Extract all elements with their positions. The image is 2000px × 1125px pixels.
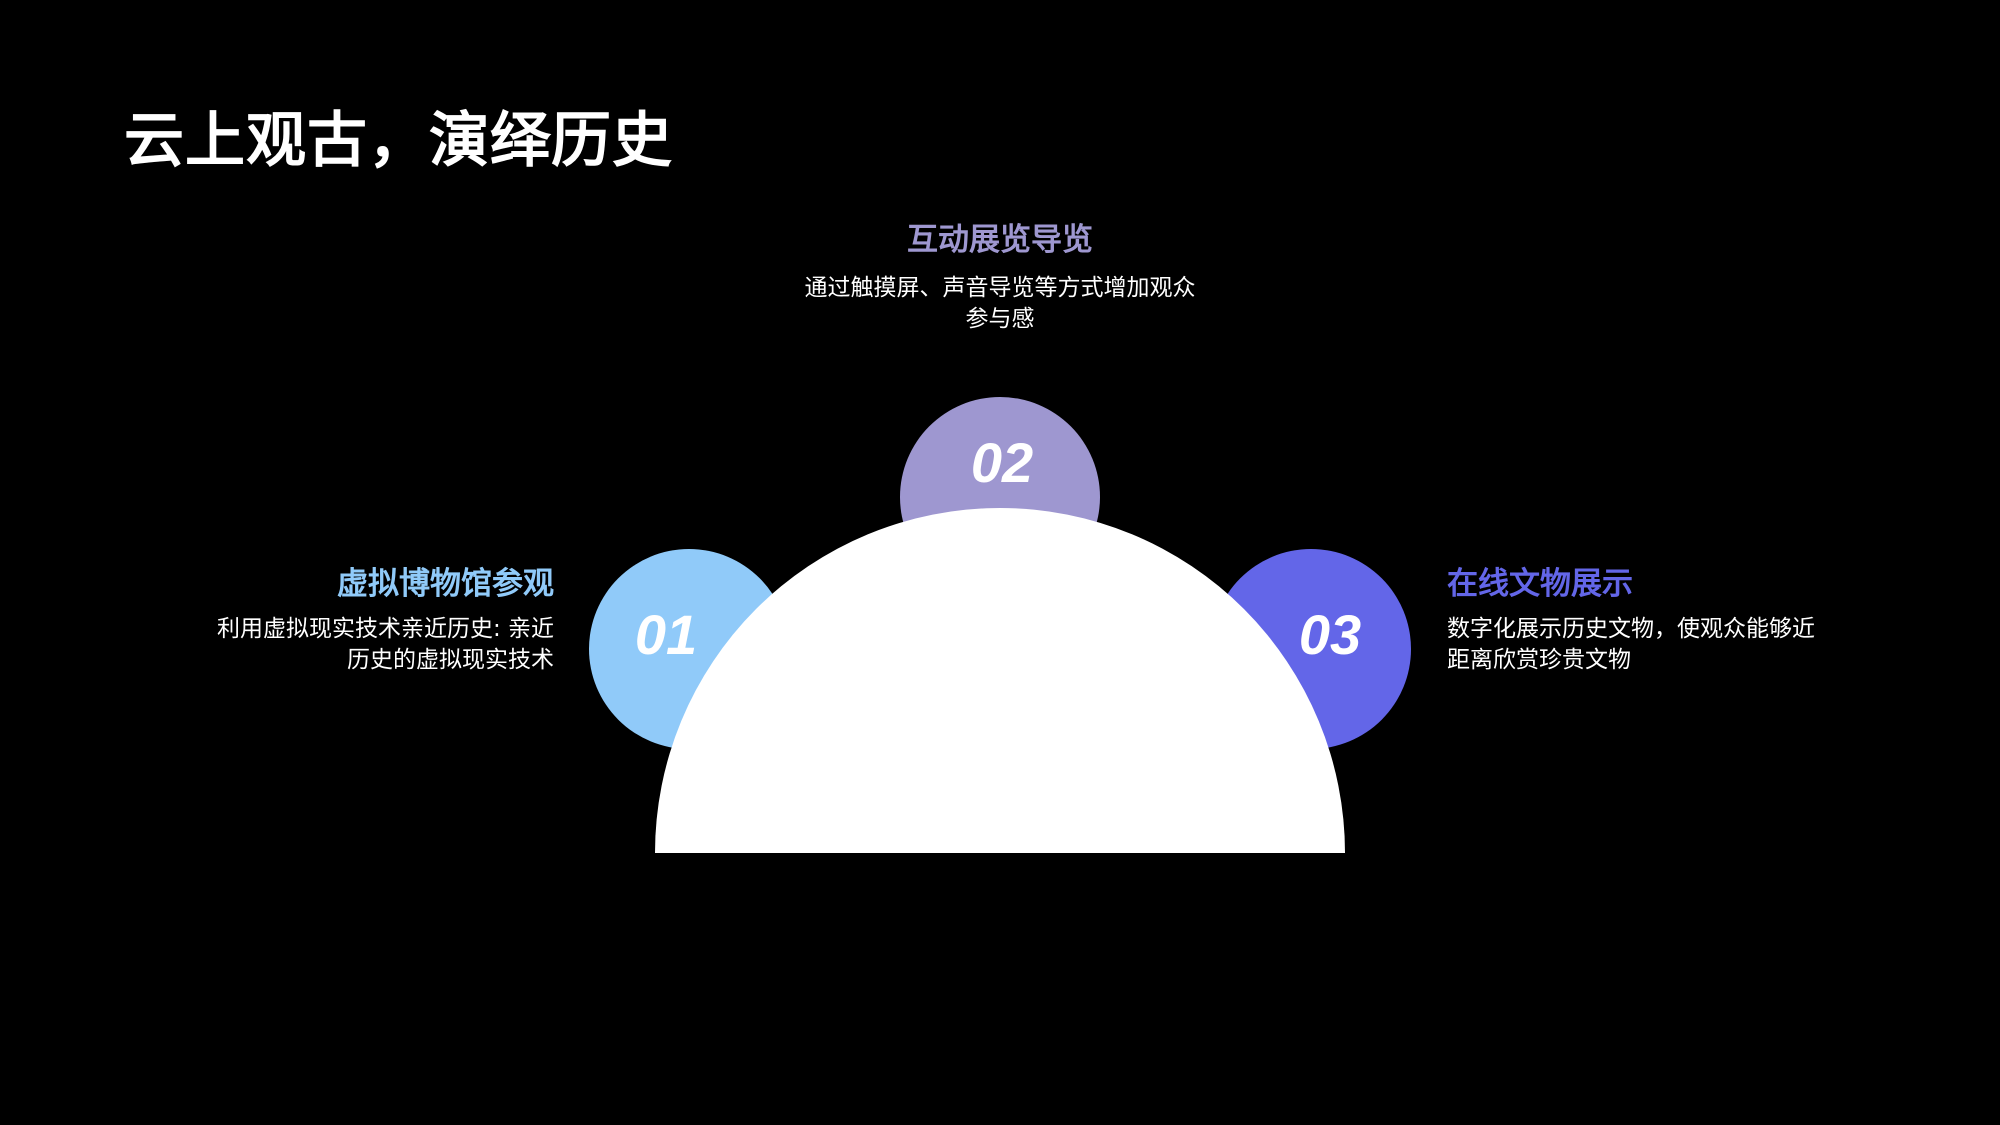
item-1-heading: 虚拟博物馆参观 — [337, 566, 554, 602]
center-dome-shape — [655, 508, 1345, 853]
item-3-heading: 在线文物展示 — [1447, 566, 1633, 602]
item-2-description: 通过触摸屏、声音导览等方式增加观众参与感 — [804, 275, 1196, 332]
item-2-heading: 互动展览导览 — [907, 222, 1093, 258]
item-1-number: 01 — [634, 603, 698, 666]
slide-title: 云上观古，演绎历史 — [124, 106, 673, 176]
item-1-description: 利用虚拟现实技术亲近历史: 亲近历史的虚拟现实技术 — [216, 616, 554, 673]
item-3-description: 数字化展示历史文物，使观众能够近距离欣赏珍贵文物 — [1447, 616, 1815, 673]
item-3-number: 03 — [1298, 603, 1362, 666]
item-2-number: 02 — [970, 431, 1034, 494]
